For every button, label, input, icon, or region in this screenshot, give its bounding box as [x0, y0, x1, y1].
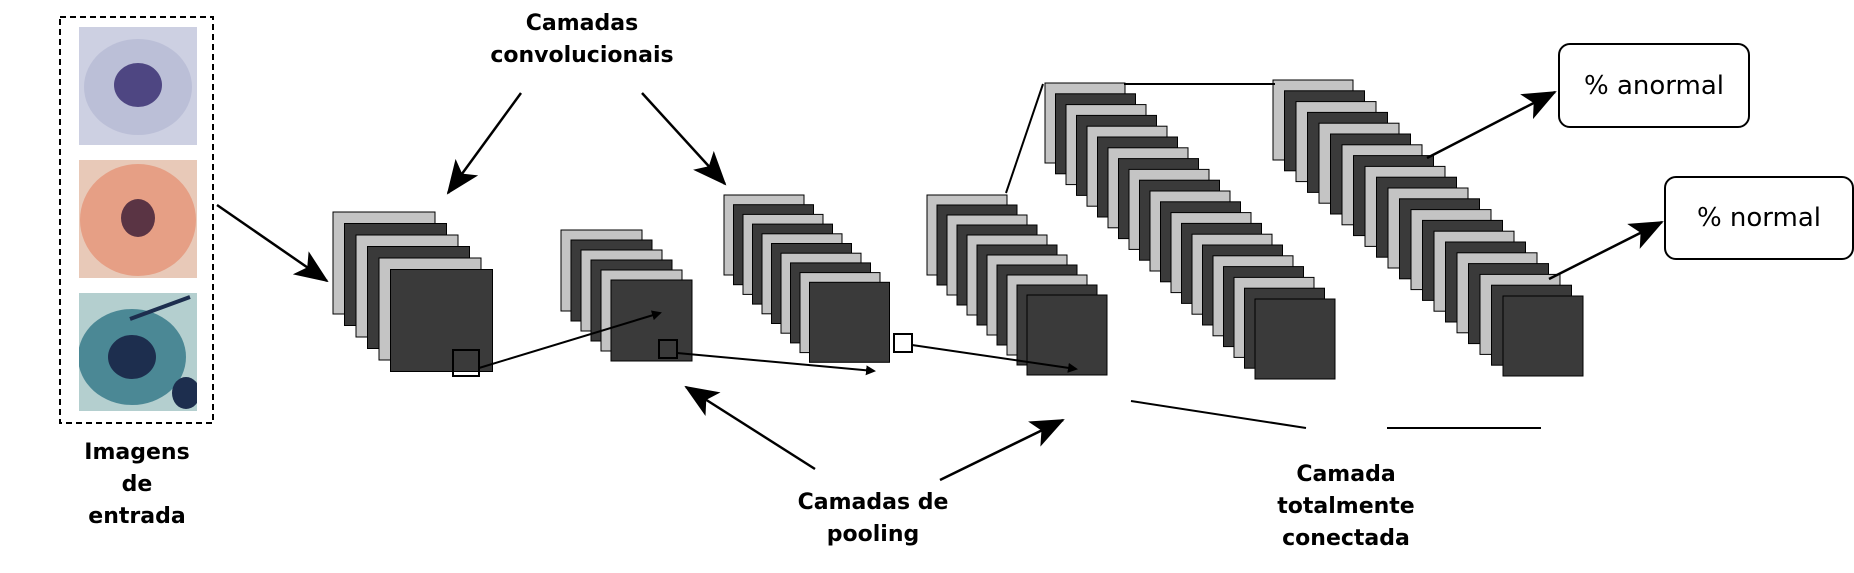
conv-label-arrow-right [641, 92, 727, 186]
input-images [79, 27, 197, 411]
output-arrow-abnormal [1426, 90, 1557, 160]
feature-map [1254, 298, 1336, 380]
pooling-layer-1-stack [560, 229, 693, 362]
input-label-line-3: entrada [88, 504, 186, 529]
input-label-line-1: Imagens [84, 440, 190, 465]
output-normal-box: % normal [1664, 176, 1854, 260]
feature-map [390, 269, 493, 372]
pooling-label-line-2: pooling [826, 522, 920, 547]
feature-arrow-2 [676, 352, 876, 376]
pooling-label-line-1: Camadas de [797, 490, 949, 515]
feature-map [1502, 295, 1584, 377]
pooling-label-arrow-right [939, 418, 1065, 482]
feature-arrow-3 [911, 344, 1078, 373]
pooling-layer-2-stack [926, 194, 1108, 376]
kernel-window-pool1 [658, 339, 678, 359]
fully-connected-layer-1-stack [1044, 82, 1336, 380]
input-arrow [216, 203, 329, 283]
fc-connection-bottom-1 [1130, 400, 1307, 429]
input-images-label: Imagens de entrada [62, 437, 212, 533]
kernel-window-conv1 [452, 349, 480, 377]
fully-connected-layer-2-stack [1272, 79, 1584, 377]
kernel-window-conv2 [893, 333, 913, 353]
conv-layers-label: Camadas convolucionais [470, 8, 694, 72]
conv-label-arrow-left [446, 92, 523, 195]
input-images-frame [59, 16, 214, 424]
input-label-line-2: de [121, 472, 153, 497]
fc-connection-top-1 [1005, 83, 1044, 194]
fc-label-line-3: conectada [1282, 526, 1410, 551]
output-abnormal-box: % anormal [1558, 43, 1750, 128]
conv-layer-2-stack [723, 194, 890, 363]
fc-label-line-2: totalmente [1277, 494, 1415, 519]
feature-map [1026, 294, 1108, 376]
cell-image-purple [79, 27, 197, 145]
feature-map [809, 281, 890, 363]
conv-label-line-1: Camadas [525, 11, 639, 36]
cell-image-blue [79, 293, 197, 411]
cell-image-orange [79, 160, 197, 278]
fc-label-line-1: Camada [1296, 462, 1396, 487]
output-abnormal-label: % anormal [1583, 70, 1724, 101]
feature-map [610, 279, 693, 362]
pooling-layers-label: Camadas de pooling [778, 487, 968, 551]
conv-label-line-2: convolucionais [490, 43, 674, 68]
conv-layer-1-stack [332, 211, 493, 372]
fully-connected-label: Camada totalmente conectada [1256, 459, 1436, 555]
output-normal-label: % normal [1696, 203, 1822, 233]
pooling-label-arrow-left [684, 385, 816, 471]
output-arrow-normal [1548, 220, 1664, 281]
feature-arrow-1 [478, 310, 662, 369]
